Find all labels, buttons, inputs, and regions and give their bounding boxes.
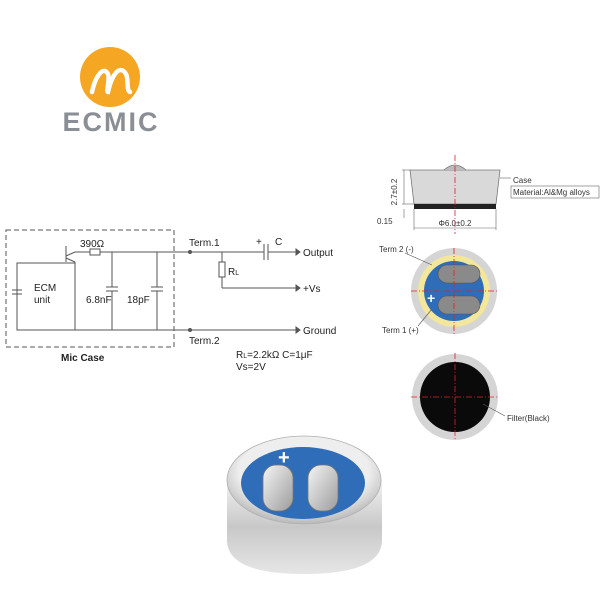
- material-callout: Material:Al&Mg alloys: [513, 188, 590, 197]
- logo-wordmark: ECMIC: [63, 107, 160, 137]
- product-photo: +: [226, 435, 382, 574]
- circuit-labels: ECM unit 390Ω 6.8nF 18pF Mic Case Term.1…: [34, 237, 336, 373]
- side-view-drawing: [402, 155, 600, 234]
- bottom-view-drawing: [404, 248, 499, 336]
- resistor-390-label: 390Ω: [80, 239, 105, 250]
- load-resistor-symbol: [218, 261, 226, 278]
- cap-c-label: C: [275, 237, 282, 248]
- bottom-plus-mark: +: [427, 290, 435, 306]
- gap-dimension: 0.15: [377, 217, 393, 226]
- spec-rl-c: RL=2.2kΩ C=1μF: [236, 350, 313, 361]
- term2-callout: Term 2 (-): [379, 245, 414, 254]
- diameter-dimension: Φ6.0±0.2: [438, 219, 472, 228]
- height-dimension: 2.7±0.2: [390, 178, 399, 205]
- filter-callout: Filter(Black): [507, 414, 550, 423]
- cap-6-8nf-label: 6.8nF: [86, 295, 112, 306]
- cap-18pf-label: 18pF: [127, 295, 150, 306]
- ecm-label-2: unit: [34, 295, 50, 306]
- mic-case-label: Mic Case: [61, 353, 105, 364]
- term2-pad: [437, 264, 481, 284]
- term1-label: Term.1: [189, 238, 220, 249]
- vs-label: +Vs: [303, 284, 321, 295]
- side-view-case: [409, 169, 501, 205]
- brand-logo: ECMIC: [63, 47, 160, 137]
- ground-label: Ground: [303, 326, 336, 337]
- side-view-pcb: [414, 204, 496, 209]
- logo-m-icon: [89, 67, 133, 95]
- top-view-drawing: [411, 353, 506, 441]
- ecm-label-1: ECM: [34, 283, 56, 294]
- photo-pad-right: [307, 464, 339, 512]
- equivalent-circuit: [5, 229, 301, 348]
- photo-pad-left: [262, 464, 294, 512]
- photo-pcb: [241, 447, 365, 519]
- term1-callout: Term 1 (+): [382, 326, 419, 335]
- output-label: Output: [303, 248, 333, 259]
- mic-case-boundary: [5, 229, 175, 348]
- term1-pad: [437, 295, 481, 315]
- photo-plus-mark: +: [278, 447, 290, 469]
- term2-label: Term.2: [189, 336, 220, 347]
- spec-vs: Vs=2V: [236, 362, 266, 373]
- case-callout: Case: [513, 176, 532, 185]
- rl-label: RL: [228, 267, 239, 278]
- cap-plus-label: +: [256, 237, 262, 248]
